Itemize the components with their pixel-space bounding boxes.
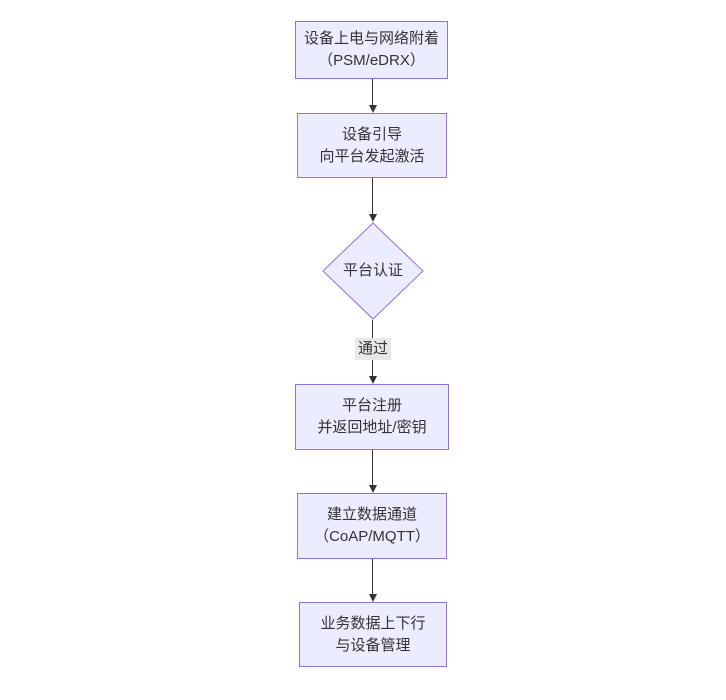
arrow-line [372, 559, 373, 595]
node-label-line: 与设备管理 [335, 636, 411, 654]
node-data-channel: 建立数据通道 （CoAP/MQTT） [297, 493, 447, 559]
arrow-channel-to-business [368, 559, 377, 602]
node-label-line: 设备上电与网络附着 [303, 30, 439, 47]
node-label-line: 建立数据通道 [326, 506, 417, 523]
node-platform-auth-decision: 平台认证 [322, 222, 424, 320]
arrowhead-icon [368, 214, 377, 222]
node-label-line: 平台认证 [342, 262, 403, 279]
arrow-bootstrap-to-auth [368, 178, 377, 222]
arrow-line [372, 79, 373, 106]
node-label-line: 平台注册 [341, 397, 402, 414]
node-business-data: 业务数据上下行 与设备管理 [299, 602, 447, 667]
node-label-line: 设备引导 [341, 125, 402, 143]
arrowhead-icon [368, 376, 377, 384]
node-label-line: （CoAP/MQTT） [314, 528, 430, 545]
node-power-attach: 设备上电与网络附着 （PSM/eDRX） [295, 21, 448, 79]
arrowhead-icon [368, 485, 377, 493]
arrow-register-to-channel [368, 450, 377, 493]
node-label-line: 向平台发起激活 [319, 147, 425, 165]
node-label-line: （PSM/eDRX） [318, 52, 425, 69]
node-label-line: 业务数据上下行 [320, 614, 426, 632]
arrowhead-icon [368, 105, 377, 113]
edge-label-pass: 通过 [354, 338, 392, 360]
arrow-line [372, 178, 373, 215]
node-label-line: 并返回地址/密钥 [317, 419, 427, 436]
arrow-power-to-bootstrap [368, 79, 377, 113]
diamond-shape-icon [322, 222, 424, 320]
node-platform-register: 平台注册 并返回地址/密钥 [295, 384, 449, 450]
arrowhead-icon [368, 594, 377, 602]
arrow-line [372, 450, 373, 486]
node-bootstrap-activate: 设备引导 向平台发起激活 [297, 113, 447, 178]
